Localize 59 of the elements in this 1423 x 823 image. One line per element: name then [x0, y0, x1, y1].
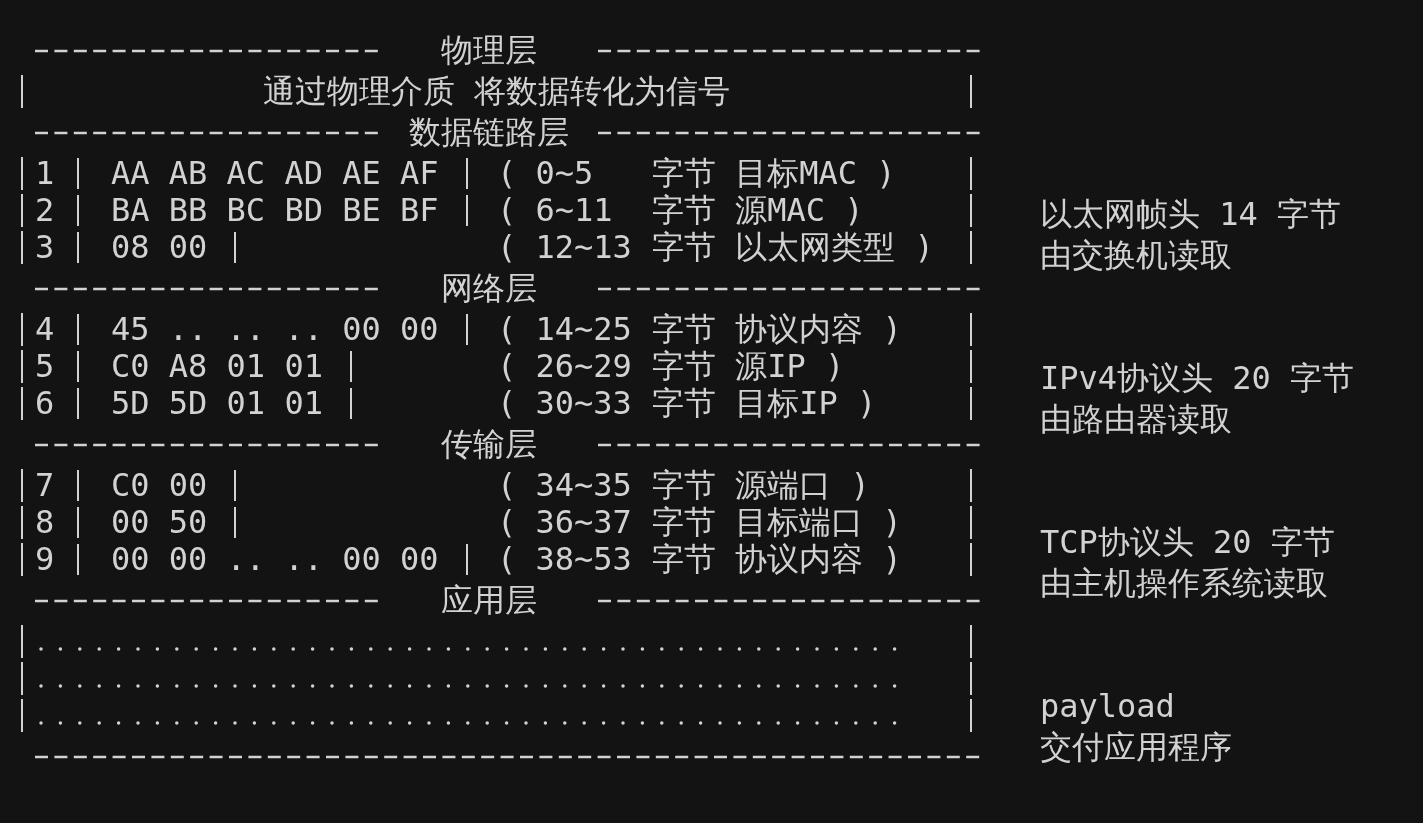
side-note: payload — [1040, 686, 1175, 727]
field-description: 字节 协议内容 ) — [652, 313, 902, 346]
layer-title: 传输层 — [441, 424, 537, 465]
byte-range: ( 12~13 — [497, 231, 632, 264]
hex-bytes: 45 .. .. .. 00 00 — [111, 313, 439, 346]
hex-bytes: 5D 5D 01 01 — [111, 387, 323, 420]
hex-bytes: AA AB AC AD AE AF — [111, 157, 439, 190]
field-description: 字节 目标MAC ) — [652, 157, 896, 190]
hex-bytes: C0 A8 01 01 — [111, 350, 323, 383]
row-number: 3 — [35, 231, 55, 264]
table-row — [21, 313, 972, 346]
layer-description: 通过物理介质 将数据转化为信号 — [262, 75, 731, 108]
field-description: 字节 源IP ) — [652, 350, 845, 383]
side-note: 交付应用程序 — [1040, 727, 1232, 768]
byte-range: ( 36~37 — [497, 506, 632, 539]
side-note: IPv4协议头 20 字节 — [1040, 358, 1355, 399]
table-row — [21, 506, 972, 539]
byte-range: ( 30~33 — [497, 387, 632, 420]
row-number: 2 — [35, 194, 55, 227]
field-description: 字节 以太网类型 ) — [652, 231, 934, 264]
hex-bytes: 00 50 — [111, 506, 208, 539]
table-row — [21, 157, 972, 190]
row-number: 8 — [35, 506, 55, 539]
field-description: 字节 目标IP ) — [652, 387, 877, 420]
layer-title: 应用层 — [441, 580, 537, 621]
byte-range: ( 26~29 — [497, 350, 632, 383]
table-row — [21, 194, 972, 227]
row-number: 7 — [35, 469, 55, 502]
byte-range: ( 14~25 — [497, 313, 632, 346]
side-note: 由交换机读取 — [1040, 235, 1232, 276]
layer-title: 物理层 — [441, 30, 537, 71]
byte-range: ( 38~53 — [497, 543, 632, 576]
table-row — [21, 350, 972, 383]
layer-title: 网络层 — [441, 268, 537, 309]
byte-range: ( 34~35 — [497, 469, 632, 502]
byte-range: ( 6~11 — [497, 194, 613, 227]
table-row — [21, 543, 972, 576]
hex-bytes: BA BB BC BD BE BF — [111, 194, 439, 227]
side-note: 以太网帧头 14 字节 — [1040, 194, 1342, 235]
row-number: 5 — [35, 350, 55, 383]
row-number: 6 — [35, 387, 55, 420]
hex-bytes: C0 00 — [111, 469, 208, 502]
table-row — [21, 387, 972, 420]
layer-title: 数据链路层 — [409, 112, 569, 153]
side-note: 由路由器读取 — [1040, 399, 1232, 440]
hex-bytes: 00 00 .. .. 00 00 — [111, 543, 439, 576]
field-description: 字节 源端口 ) — [652, 469, 870, 502]
table-row — [21, 231, 972, 264]
field-description: 字节 源MAC ) — [652, 194, 864, 227]
row-number: 9 — [35, 543, 55, 576]
side-note: 由主机操作系统读取 — [1040, 563, 1328, 604]
hex-bytes: 08 00 — [111, 231, 208, 264]
row-number: 1 — [35, 157, 55, 190]
row-number: 4 — [35, 313, 55, 346]
field-description: 字节 协议内容 ) — [652, 543, 902, 576]
field-description: 字节 目标端口 ) — [652, 506, 902, 539]
side-note: TCP协议头 20 字节 — [1040, 522, 1335, 563]
byte-range: ( 0~5 — [497, 157, 594, 190]
table-row — [21, 469, 972, 502]
